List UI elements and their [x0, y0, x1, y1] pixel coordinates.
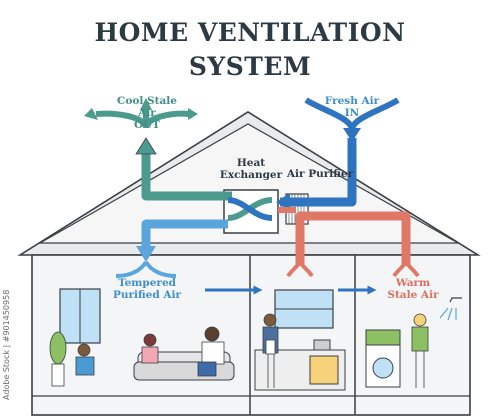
diagram-title-line-2: SYSTEM — [188, 52, 312, 81]
label-heat-exchanger-line-1: Heat — [236, 157, 266, 169]
label-tempered-line-1: Tempered — [118, 277, 176, 289]
label-fresh-air: Fresh Air IN — [322, 95, 382, 119]
warm-stale-return-duct — [295, 211, 411, 266]
person-sitting-sofa — [141, 333, 159, 364]
washing-machine — [365, 329, 401, 388]
kitchen-counter — [254, 339, 346, 391]
label-tempered-purified-air: Tempered Purified Air — [102, 277, 192, 301]
label-warm-stale-air: Warm Stale Air — [380, 277, 446, 301]
label-warm-line-2: Stale Air — [387, 289, 439, 301]
label-fresh-air-line-2: IN — [344, 107, 360, 119]
person-cook — [262, 313, 279, 388]
stock-side-text: Adobe Stock | #901450958 — [2, 289, 11, 400]
label-tempered-line-2: Purified Air — [112, 289, 182, 301]
fresh-air-in-duct — [280, 138, 357, 207]
label-cool-stale-air-line-2: OUT — [133, 119, 161, 131]
person-laundry — [411, 313, 429, 388]
plant — [49, 331, 67, 387]
label-air-purifier: Air Purifier — [286, 168, 354, 180]
label-warm-line-1: Warm — [395, 277, 431, 289]
label-cool-stale-air: Cool Stale Air OUT — [108, 95, 186, 131]
person-child-left — [75, 343, 95, 376]
tempered-air-duct — [141, 219, 228, 250]
stale-air-out-duct — [141, 150, 232, 201]
diagram-title-line-1: HOME VENTILATION — [94, 18, 406, 47]
label-heat-exchanger: Heat Exchanger — [214, 157, 288, 181]
label-fresh-air-line-1: Fresh Air — [324, 95, 380, 107]
person-man-sofa — [197, 326, 225, 377]
shower — [439, 297, 462, 321]
label-cool-stale-air-line-1: Cool Stale Air — [117, 95, 177, 119]
label-heat-exchanger-line-2: Exchanger — [219, 169, 283, 181]
